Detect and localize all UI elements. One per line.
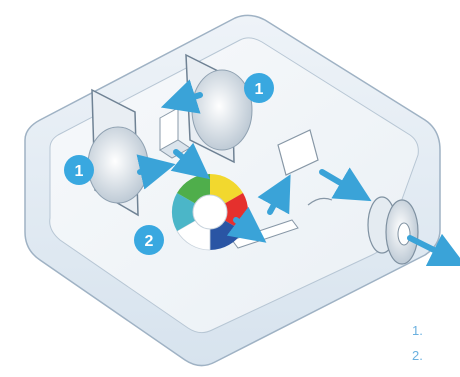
badge-1-top: 1	[244, 73, 274, 103]
badge-1-left-label: 1	[75, 163, 84, 180]
color-wheel	[172, 174, 248, 250]
wheel-hub	[193, 195, 227, 229]
badge-1-top-label: 1	[255, 81, 264, 98]
badge-2-label: 2	[145, 233, 154, 250]
legend-item-1: 1.	[412, 318, 456, 343]
legend-item-2: 2.	[412, 343, 456, 368]
badge-1-left: 1	[64, 155, 94, 185]
badge-2: 2	[134, 225, 164, 255]
arrow-left-to-prism	[140, 168, 158, 172]
legend: 1. 2.	[412, 318, 456, 368]
